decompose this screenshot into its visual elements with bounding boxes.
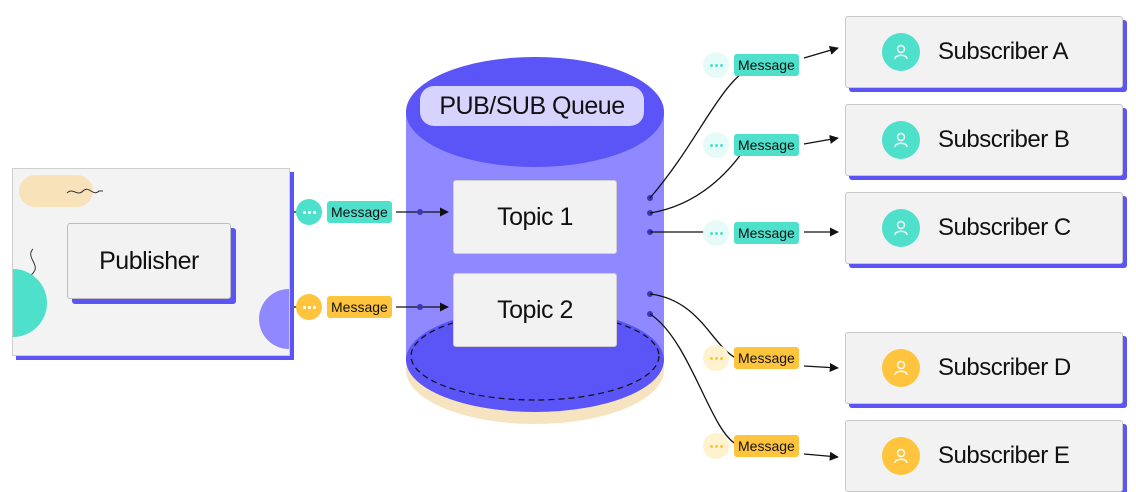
- chat-bubble-icon: [703, 132, 729, 158]
- connector-to-b: [649, 149, 745, 214]
- topic-1: Topic 1: [453, 180, 617, 254]
- user-icon: [882, 349, 920, 387]
- connector-to-a: [649, 63, 757, 199]
- subscriber-label: Subscriber E: [938, 442, 1070, 469]
- subscriber-c: Subscriber C: [845, 192, 1123, 264]
- subscriber-label: Subscriber C: [938, 214, 1071, 241]
- connector-to-d: [649, 293, 737, 359]
- user-icon: [882, 209, 920, 247]
- subscriber-a: Subscriber A: [845, 16, 1123, 88]
- connector-to-e-end: [803, 451, 839, 461]
- message-label: Message: [734, 134, 799, 156]
- message-label: Message: [327, 296, 392, 318]
- message-label: Message: [734, 222, 799, 244]
- message-pub-topic2: Message: [296, 294, 392, 320]
- subscriber-label: Subscriber D: [938, 354, 1071, 381]
- chat-bubble-icon: [296, 199, 322, 225]
- message-to-c: Message: [703, 220, 799, 246]
- connector-to-b-end: [803, 134, 839, 145]
- message-label: Message: [734, 54, 799, 76]
- publisher-panel: Publisher: [12, 168, 290, 356]
- message-label: Message: [734, 435, 799, 457]
- message-to-b: Message: [703, 132, 799, 158]
- chat-bubble-icon: [703, 52, 729, 78]
- chat-bubble-icon: [703, 345, 729, 371]
- connector-dot: [417, 209, 423, 215]
- message-label: Message: [734, 347, 799, 369]
- subscriber-label: Subscriber B: [938, 126, 1070, 153]
- subscriber-b: Subscriber B: [845, 104, 1123, 176]
- connector-to-a-end: [803, 45, 839, 59]
- cylinder-bottom-dashed-outline: [410, 311, 660, 401]
- decor-purple-circle: [259, 289, 289, 349]
- user-icon: [882, 437, 920, 475]
- subscriber-e: Subscriber E: [845, 420, 1123, 492]
- connector-to-e: [649, 313, 737, 445]
- chat-bubble-icon: [703, 433, 729, 459]
- subscriber-label: Subscriber A: [938, 38, 1069, 65]
- message-to-e: Message: [703, 433, 799, 459]
- connector-dot: [417, 304, 423, 310]
- message-to-d: Message: [703, 345, 799, 371]
- queue-title: PUB/SUB Queue: [420, 86, 644, 126]
- subscriber-d: Subscriber D: [845, 332, 1123, 404]
- chat-bubble-icon: [296, 294, 322, 320]
- message-label: Message: [327, 201, 392, 223]
- user-icon: [882, 33, 920, 71]
- topic-2: Topic 2: [453, 273, 617, 347]
- publisher-node: Publisher: [67, 223, 231, 299]
- decor-pill: [19, 175, 93, 207]
- user-icon: [882, 121, 920, 159]
- connector-to-d-end: [803, 362, 839, 373]
- message-pub-topic1: Message: [296, 199, 392, 225]
- pubsub-diagram: Publisher PUB/SUB Queue Topic 1 Topic 2 …: [12, 16, 1123, 492]
- chat-bubble-icon: [703, 220, 729, 246]
- decor-squiggle: [66, 188, 103, 194]
- message-to-a: Message: [703, 52, 799, 78]
